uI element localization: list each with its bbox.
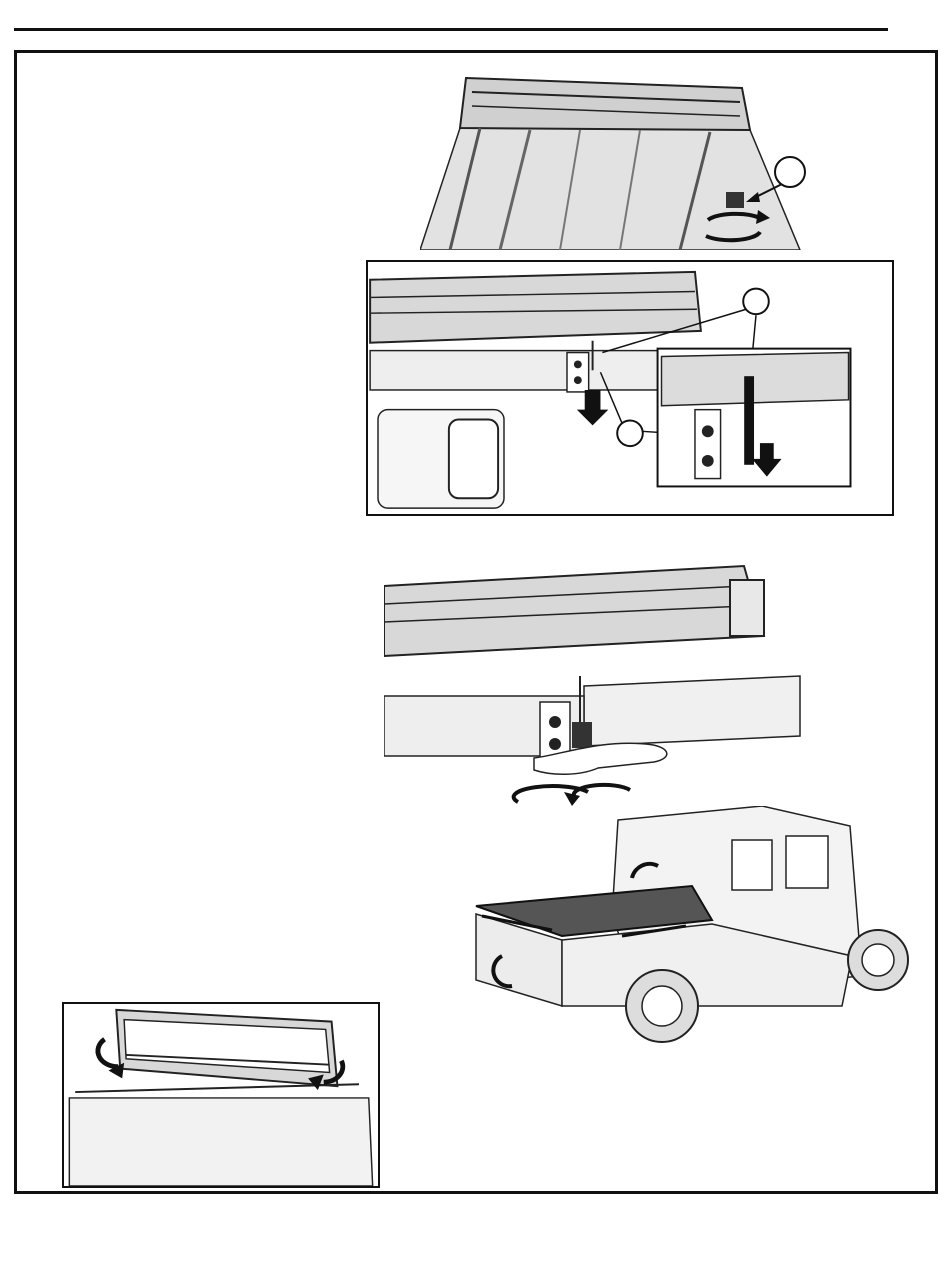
header-rule xyxy=(14,28,888,31)
callout-circle-bottom xyxy=(617,420,643,446)
callout-circle xyxy=(775,157,805,187)
rotate-arrow-icon xyxy=(564,792,580,806)
hand-knob-illustration xyxy=(384,526,804,818)
callout-circle-top xyxy=(743,289,769,315)
cover-knob-illustration xyxy=(420,68,830,250)
down-arrow-icon xyxy=(577,390,609,425)
truck-illustration xyxy=(462,806,930,1054)
latch-pin-illustration xyxy=(368,262,892,514)
folded-cover-illustration xyxy=(64,1004,378,1186)
figure-truck-with-cover xyxy=(462,806,930,1054)
figure-hand-turning-knob xyxy=(384,526,804,818)
figure-latch-pin-detail xyxy=(366,260,894,516)
figure-cover-knob xyxy=(420,68,830,250)
figure-folded-cover-inset xyxy=(62,1002,380,1188)
